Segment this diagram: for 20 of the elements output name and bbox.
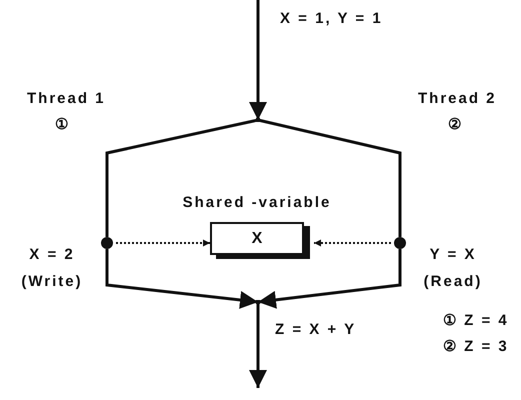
text-label: Thread 1 [27,90,106,108]
thread-line [258,118,402,237]
dotted-arrow [116,240,210,246]
box-heading: Shared -variable [182,194,332,212]
dotted-arrow [314,240,391,246]
arrow [249,0,267,120]
node-caption: Y = X (Read) [422,245,484,292]
text-label: ② Z = 3 [443,338,509,356]
junction-point [256,118,260,122]
arrow [249,302,267,388]
arrow [258,249,402,309]
text-label: ① Z = 4 [443,312,509,330]
node-caption: X = 2 (Write) [20,245,84,292]
junction-point [256,300,260,304]
text-label: ① [55,116,70,134]
edge-label: X = 1, Y = 1 [280,10,383,28]
arrow [106,249,258,309]
text-label: ② [448,116,463,134]
text-label: Thread 2 [418,90,497,108]
thread-line [106,118,258,237]
